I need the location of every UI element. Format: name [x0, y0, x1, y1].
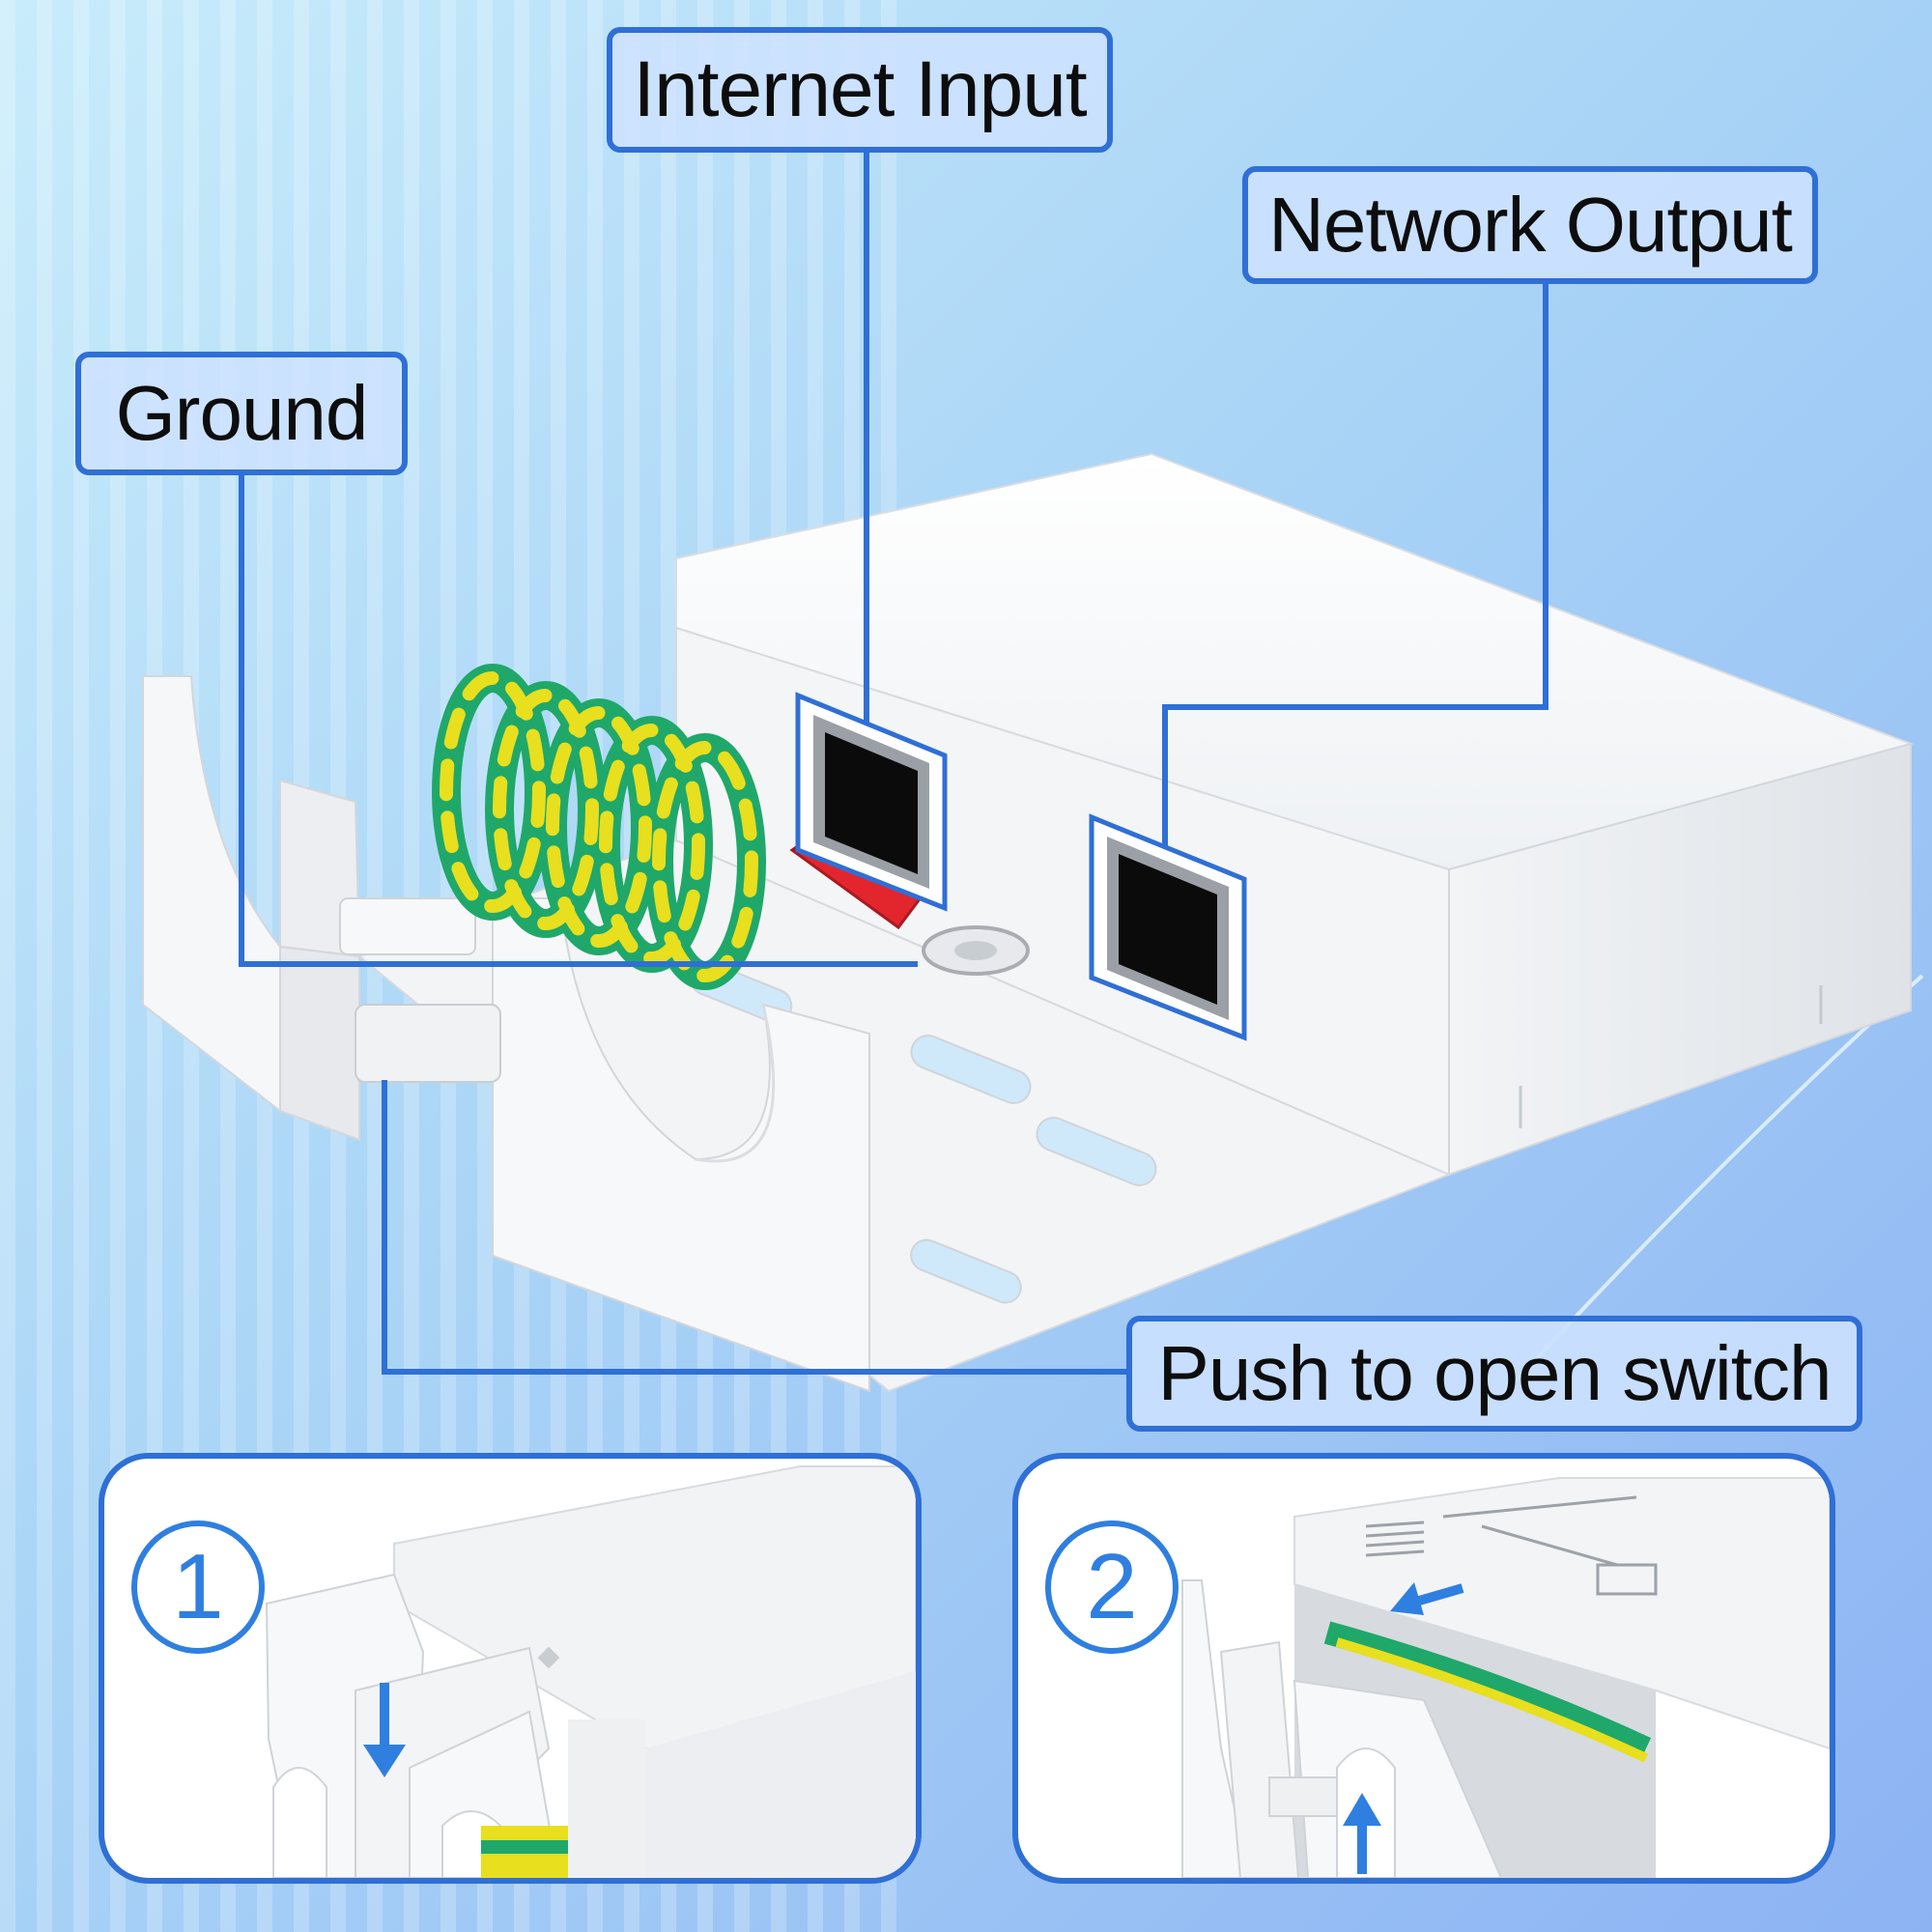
leader-push — [382, 1080, 1126, 1375]
step-2-panel: 2 — [1012, 1453, 1835, 1884]
network-output-port — [1089, 813, 1247, 1041]
step-1-number: 1 — [131, 1520, 265, 1654]
push-to-open-label: Push to open switch — [1126, 1316, 1862, 1432]
ground-coil — [432, 664, 766, 990]
internet-input-port — [795, 692, 948, 912]
step-2-arrow-left-icon — [1390, 1582, 1464, 1615]
ground-label: Ground — [75, 352, 408, 475]
leader-ground — [239, 475, 918, 967]
push-latch — [355, 1004, 501, 1083]
step-2-number: 2 — [1045, 1520, 1179, 1654]
internet-input-label: Internet Input — [607, 27, 1113, 153]
printed-diagram — [1365, 1495, 1658, 1596]
network-output-label: Network Output — [1242, 166, 1818, 284]
leader-lines — [239, 153, 1548, 1375]
step-1-illustration — [265, 1465, 916, 1878]
step-2-illustration — [1181, 1477, 1830, 1878]
leader-network — [1162, 284, 1548, 848]
step-1-panel: 1 — [99, 1453, 922, 1884]
step-1-arrow-icon — [363, 1683, 406, 1777]
device-side — [1448, 742, 1912, 1177]
step-2-arrow-up-icon — [1343, 1793, 1381, 1874]
